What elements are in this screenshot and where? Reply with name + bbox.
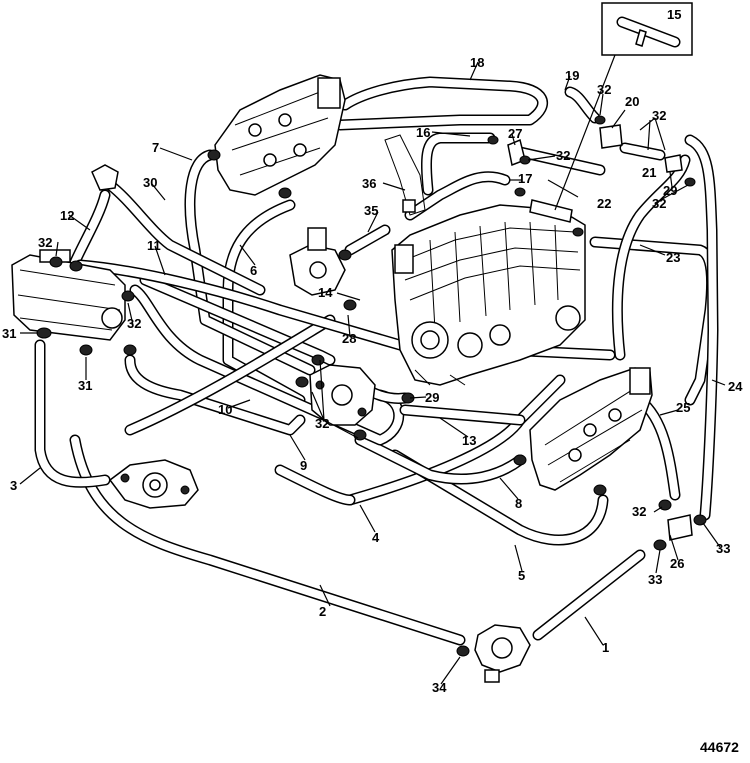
exhaust-manifold-port xyxy=(214,74,346,196)
callout-34: 34 xyxy=(432,680,447,695)
callout-2: 2 xyxy=(319,604,326,619)
fitting-top-left xyxy=(91,164,119,191)
callout-21: 21 xyxy=(642,165,656,180)
callout-29-upper: 29 xyxy=(663,183,677,198)
callout-20: 20 xyxy=(625,94,639,109)
callout-33-lower: 33 xyxy=(648,572,662,587)
callout-33-right: 33 xyxy=(716,541,730,556)
callout-35: 35 xyxy=(364,203,378,218)
circulating-pump xyxy=(309,364,376,426)
callout-7: 7 xyxy=(152,140,159,155)
callout-17: 17 xyxy=(518,171,532,186)
callout-5: 5 xyxy=(518,568,525,583)
callout-19: 19 xyxy=(565,68,579,83)
callout-1: 1 xyxy=(602,640,609,655)
callout-27: 27 xyxy=(508,126,522,141)
engine-block xyxy=(391,204,586,386)
callout-26: 26 xyxy=(670,556,684,571)
callout-32-upper-right: 32 xyxy=(652,108,666,123)
callout-31-left: 31 xyxy=(2,326,16,341)
hose-3 xyxy=(34,339,111,488)
callout-36: 36 xyxy=(362,176,376,191)
callout-32-lower-right: 32 xyxy=(632,504,646,519)
inset-box-15 xyxy=(601,2,693,56)
callout-30: 30 xyxy=(143,175,157,190)
callout-32-heatex-right: 32 xyxy=(127,316,141,331)
exhaust-manifold-starboard xyxy=(529,367,653,491)
callout-4: 4 xyxy=(372,530,380,545)
thermostat-housing xyxy=(474,624,531,683)
callout-3: 3 xyxy=(10,478,17,493)
callout-32-center: 32 xyxy=(315,416,329,431)
callout-9: 9 xyxy=(300,458,307,473)
callout-6: 6 xyxy=(250,263,257,278)
callouts: 1 2 3 4 5 6 7 8 9 10 11 12 13 14 15 16 1… xyxy=(2,7,743,695)
callout-32-top: 32 xyxy=(597,82,611,97)
fittings-right-cluster xyxy=(507,124,693,541)
seawater-pump xyxy=(108,459,199,509)
drawing-number: 44672 xyxy=(700,739,739,755)
callout-25: 25 xyxy=(676,400,690,415)
callout-11: 11 xyxy=(147,238,161,253)
callout-12: 12 xyxy=(60,208,74,223)
callout-13: 13 xyxy=(462,433,476,448)
callout-32-right: 32 xyxy=(652,196,666,211)
callout-24: 24 xyxy=(728,379,743,394)
water-pump-assembly xyxy=(289,227,346,296)
callout-22: 22 xyxy=(597,196,611,211)
callout-14: 14 xyxy=(318,285,333,300)
callout-10: 10 xyxy=(218,402,232,417)
callout-23: 23 xyxy=(666,250,680,265)
callout-18: 18 xyxy=(470,55,484,70)
leader-lines xyxy=(19,54,726,685)
bracket-36 xyxy=(384,134,426,216)
callout-29-lower: 29 xyxy=(425,390,439,405)
callout-32-heatex: 32 xyxy=(38,235,52,250)
callout-31-lower: 31 xyxy=(78,378,92,393)
callout-15: 15 xyxy=(667,7,681,22)
hoses xyxy=(34,76,719,646)
callout-28: 28 xyxy=(342,331,356,346)
callout-32-mid: 32 xyxy=(556,148,570,163)
callout-8: 8 xyxy=(515,496,522,511)
hose-clamps xyxy=(36,115,707,657)
callout-16: 16 xyxy=(416,125,430,140)
